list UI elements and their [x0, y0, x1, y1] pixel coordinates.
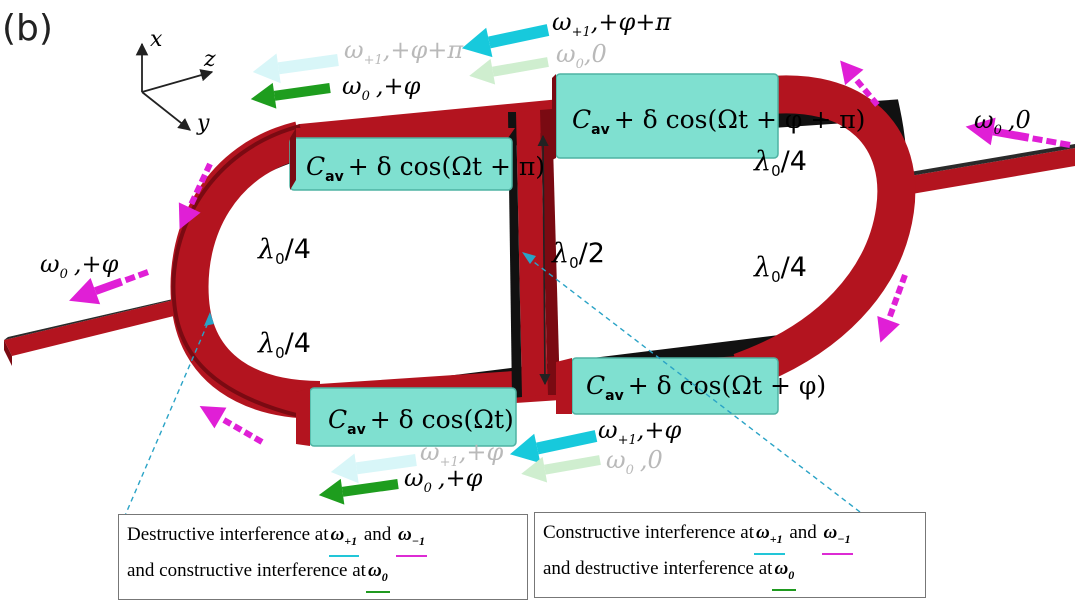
annotation-right-w-plus1: ω+1 [754, 519, 785, 555]
arrow-icon [69, 60, 1071, 445]
dashed-pointer-left [123, 312, 214, 519]
arrow-bottom-faded-zero [521, 455, 601, 483]
arrow-bottom-faded-plus1 [330, 453, 417, 484]
annotation-right-w-minus1: ω−1 [821, 519, 853, 555]
annotation-left-w-plus1: ω+1 [328, 521, 360, 557]
output-waveguide [4, 296, 190, 366]
arrow-top-zero [250, 82, 331, 109]
annotation-left-line2: and constructive interference at [127, 559, 366, 581]
axis-x-label: x [150, 27, 163, 52]
arrow-top-faded-plus1 [252, 53, 339, 84]
axis-y-label: y [196, 111, 210, 136]
segment-label-middle: λ0/2 [551, 238, 605, 272]
annotation-right-line2: and destructive interference at [543, 557, 773, 579]
annotation-right-and: and [789, 522, 817, 543]
label-bottom-faded-plus1: ω+1,+φ [420, 438, 503, 470]
label-bottom-zero: ω0,+φ [404, 464, 483, 496]
magenta-arrow-bottom-left [199, 406, 264, 445]
arrow-top-faded-zero [469, 57, 549, 85]
segment-label-right-lower: λ0/4 [753, 252, 807, 286]
arrow-bottom-plus1 [509, 430, 598, 464]
dashed-pointer-right [522, 252, 861, 513]
annotation-left-and: and [363, 524, 392, 545]
segment-label-left-upper: λ0/4 [257, 234, 311, 268]
arrow-bottom-zero [318, 478, 399, 505]
panel-label: (b) [2, 8, 53, 49]
capacitor-bottom-left [296, 387, 517, 447]
magenta-arrow-top-right [840, 60, 880, 107]
label-input: ω0,0 [974, 106, 1031, 138]
annotation-right-w-zero: ω0 [772, 555, 797, 591]
annotation-left-w-minus1: ω−1 [396, 521, 428, 557]
annotation-left-w-zero: ω0 [365, 557, 390, 593]
magenta-arrow-right-lower [877, 273, 908, 343]
label-top-zero: ω0,+φ [342, 72, 421, 104]
label-top-plus1: ω+1,+φ+π [552, 8, 672, 40]
capacitor-formula-top-left: Cav+ δ cos(Ωt + π) [306, 152, 545, 185]
axis-z-label: z [203, 47, 216, 72]
label-bottom-plus1: ω+1,+φ [598, 416, 681, 448]
capacitor-bottom-right [556, 357, 779, 415]
input-waveguide [898, 144, 1075, 196]
annotation-right-line1: Constructive interference at [543, 522, 755, 543]
label-top-faded-plus1: ω+1,+φ+π [344, 36, 464, 68]
label-bottom-faded-zero: ω0,0 [606, 446, 663, 478]
arrow-top-plus1 [461, 24, 550, 58]
label-output: ω0,+φ [40, 250, 119, 282]
segment-label-left-lower: λ0/4 [257, 328, 311, 362]
magenta-arrow-left-upper [178, 162, 213, 230]
segment-label-right-upper: λ0/4 [753, 146, 807, 180]
capacitor-formula-bottom-left: Cav+ δ cos(Ωt) [328, 405, 514, 438]
xyz-axes-icon [135, 42, 214, 131]
capacitor-formula-top-right: Cav+ δ cos(Ωt + φ + π) [572, 105, 865, 138]
capacitor-top-left [289, 128, 515, 191]
magenta-arrow-input [965, 117, 1071, 148]
capacitor-formula-bottom-right: Cav+ δ cos(Ωt + φ) [586, 371, 826, 404]
label-top-faded-zero: ω0,0 [556, 40, 607, 72]
annotation-left-line1: Destructive interference at [127, 524, 329, 545]
capacitor-top-right [552, 73, 779, 160]
magenta-arrow-output [69, 269, 150, 305]
half-wavelength-arrow [537, 134, 551, 386]
